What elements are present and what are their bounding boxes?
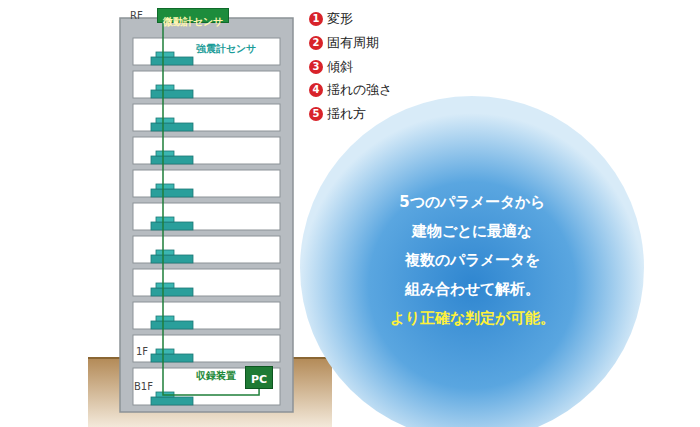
floors xyxy=(133,38,280,405)
callout-number: 3 xyxy=(309,60,323,74)
floor-room xyxy=(133,203,280,230)
building-frame xyxy=(120,18,293,412)
sensor-base xyxy=(151,90,193,98)
callout-number: 4 xyxy=(309,83,323,97)
sensor-head xyxy=(156,85,174,90)
floor-room xyxy=(133,269,280,296)
parameter-name: 揺れ方 xyxy=(327,105,366,123)
sensor-base xyxy=(151,123,193,131)
callout-number: 5 xyxy=(309,107,323,121)
sensors xyxy=(151,52,193,405)
sensor-head xyxy=(156,151,174,156)
floor-room xyxy=(133,302,280,329)
sensor-label: 強震計センサ xyxy=(196,42,256,55)
callout-number: 2 xyxy=(309,36,323,50)
sensor-head xyxy=(156,349,174,354)
sensor-base xyxy=(151,288,193,296)
sensor-head xyxy=(156,217,174,222)
sensor-base xyxy=(151,354,193,362)
parameter-item: 4 揺れの強さ xyxy=(309,81,392,99)
summary-circle: 5つのパラメータから 建物ごとに最適な 複数のパラメータを 組み合わせて解析。よ… xyxy=(300,96,644,427)
sensor-base xyxy=(151,255,193,263)
sensor-base xyxy=(151,189,193,197)
level-label: RF xyxy=(130,9,143,22)
signal-cable xyxy=(163,23,259,395)
floor-room xyxy=(133,71,280,98)
parameter-name: 傾斜 xyxy=(327,58,353,76)
level-label: B1F xyxy=(134,380,153,393)
sensor-head xyxy=(156,52,174,57)
callout-number: 1 xyxy=(309,12,323,26)
sensor-name: 微動計センサ xyxy=(163,16,223,27)
sensor-base xyxy=(151,222,193,230)
floor-room xyxy=(133,104,280,131)
parameter-item: 3 傾斜 xyxy=(309,58,353,76)
conclusion-text: より正確な判定が可能。 xyxy=(300,304,644,333)
circle-text: 5つのパラメータから 建物ごとに最適な 複数のパラメータを 組み合わせて解析。よ… xyxy=(300,188,644,333)
pc-box: PC xyxy=(245,366,273,389)
floor-room xyxy=(133,335,280,362)
sensor-base xyxy=(151,57,193,65)
parameter-item: 2 固有周期 xyxy=(309,34,379,52)
parameter-item: 1 変形 xyxy=(309,10,353,28)
sensor-base xyxy=(151,397,193,405)
level-label: 1F xyxy=(136,345,148,358)
parameter-name: 固有周期 xyxy=(327,34,379,52)
microtremor-sensor-box: 微動計センサ xyxy=(157,8,229,23)
sensor-base xyxy=(151,156,193,164)
floor-room xyxy=(133,236,280,263)
parameter-name: 変形 xyxy=(327,10,353,28)
sensor-head xyxy=(156,118,174,123)
floor-room xyxy=(133,137,280,164)
floor-room xyxy=(133,170,280,197)
recorder-label: 収録装置 xyxy=(196,369,236,382)
sensor-base xyxy=(151,321,193,329)
parameter-name: 揺れの強さ xyxy=(327,81,392,99)
sensor-head xyxy=(156,283,174,288)
parameter-item: 5 揺れ方 xyxy=(309,105,366,123)
sensor-head xyxy=(156,184,174,189)
sensor-head xyxy=(156,250,174,255)
floor-room xyxy=(133,38,280,65)
summary-text: 5つのパラメータから 建物ごとに最適な 複数のパラメータを 組み合わせて解析。 xyxy=(385,188,560,304)
blue-circle xyxy=(300,96,644,427)
sensor-head xyxy=(156,316,174,321)
pc-label: PC xyxy=(251,373,267,386)
